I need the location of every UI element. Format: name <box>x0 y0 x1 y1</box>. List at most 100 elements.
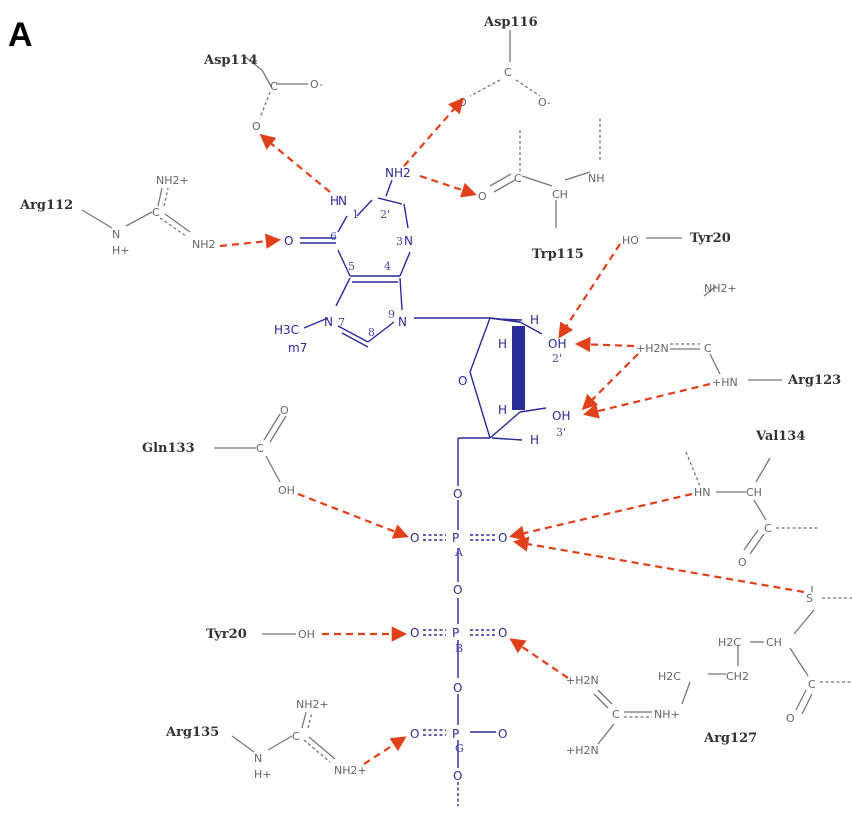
ligand-atom-o-ab: O <box>453 583 462 597</box>
arg127-h2n-bottom: +H2N <box>566 744 599 757</box>
asp114-o: O <box>252 120 261 133</box>
arg123-nh2: NH2+ <box>704 282 737 295</box>
ligand-atom-ring-o: O <box>458 374 467 388</box>
arg112-nh2-bottom: NH2 <box>192 238 216 251</box>
arg135-nh2-bottom: NH2+ <box>334 764 367 777</box>
val134-hn: HN <box>694 486 711 499</box>
ligand-atom-m7: m7 <box>288 341 307 355</box>
trp115-nh: NH <box>588 172 605 185</box>
phosphate-g-label: G <box>455 742 464 755</box>
residue-names: Asp114 Asp116 Arg112 Trp115 Tyr20 Arg123… <box>19 15 841 746</box>
gln133-oh: OH <box>278 484 295 497</box>
hbond-arg127-pb <box>509 638 569 679</box>
ligand-atom-o-end: O <box>453 769 462 783</box>
residue-arg123: Arg123 <box>787 373 841 388</box>
ligand-atom-o-bg: O <box>453 681 462 695</box>
val134-c: C <box>764 522 772 535</box>
arg127-nh: NH+ <box>654 708 680 721</box>
residue-tyr20-top: Tyr20 <box>690 231 731 246</box>
trp115-ch: CH <box>552 188 568 201</box>
ring-number-6: 6 <box>330 230 337 243</box>
ligand-atom-h-c: H <box>498 403 507 417</box>
residue-asp114: Asp114 <box>203 53 258 68</box>
trp115-c: C <box>514 172 522 185</box>
phosphate-a-p: P <box>452 531 459 545</box>
residue-arg127: Arg127 <box>703 731 757 746</box>
residue-arg112: Arg112 <box>19 198 73 213</box>
arg112-n: N <box>112 228 120 241</box>
asp114-o-minus: O- <box>310 78 323 91</box>
gln133-c: C <box>256 442 264 455</box>
arg127-h2c-1: H2C <box>658 670 681 683</box>
ring-numbers: 1 3 4 5 6 7 8 9 <box>330 208 403 339</box>
ligand-atom-n9: N <box>398 315 407 329</box>
arg135-n: N <box>254 752 262 765</box>
ring-number-5: 5 <box>348 260 355 273</box>
phosphate-b-label: B <box>455 642 463 655</box>
s-atom: S <box>806 592 813 605</box>
phosphate-g-p: P <box>452 727 459 741</box>
ligand-atom-h3c: H3C <box>274 323 299 337</box>
phosphate-a-o2: O <box>498 531 507 545</box>
residue-val134: Val134 <box>755 429 805 444</box>
arg127-h2c-2: H2C <box>718 636 741 649</box>
ring-number-7: 7 <box>338 316 345 329</box>
residue-gln133: Gln133 <box>142 441 195 456</box>
phosphate-g-o1: O <box>410 727 419 741</box>
ligand-atom-h1: H <box>330 194 339 208</box>
ligand-atom-h-b: H <box>498 337 507 351</box>
arg123-c: C <box>704 342 712 355</box>
ligand-label-2prime: 2' <box>552 352 562 365</box>
tyr20-top-ho: HO <box>622 234 639 247</box>
gln133-o: O <box>280 404 289 417</box>
arg112-c: C <box>152 206 160 219</box>
ring-number-4: 4 <box>384 260 391 273</box>
protein-atoms: C O- O C O- O N H+ C NH2+ NH2 O C CH NH … <box>112 66 816 781</box>
ligand-atom-oh2: OH <box>548 337 566 351</box>
phosphate-b-o1: O <box>410 626 419 640</box>
phosphate-g-o2: O <box>498 727 507 741</box>
ligand-atom-o6: O <box>284 234 293 248</box>
val134-o: O <box>738 556 747 569</box>
arg112-nh2-top: NH2+ <box>156 174 189 187</box>
ligand-atom-n1: N <box>338 194 347 208</box>
arg112-h: H+ <box>112 244 130 257</box>
hbond-tyr20-oh2 <box>558 243 621 339</box>
ligand-atom-nh2: NH2 <box>385 166 411 180</box>
hbond-arg112-o6 <box>219 233 282 249</box>
hbond-arg123-oh2 <box>574 336 635 353</box>
ring-number-3: 3 <box>396 235 403 248</box>
ring-number-8: 8 <box>368 326 375 339</box>
residue-asp116: Asp116 <box>483 15 538 30</box>
protein-bonds <box>81 30 852 763</box>
hbond-gln133-pa <box>297 492 409 539</box>
phosphate-b-o2: O <box>498 626 507 640</box>
arg127-ch: CH <box>766 636 782 649</box>
arg123-h2n: +H2N <box>636 342 669 355</box>
ligand-atom-h-d: H <box>530 433 539 447</box>
hbond-arg123-oh3-a <box>581 353 639 411</box>
arg135-h: H+ <box>254 768 272 781</box>
ligand-atom-h-a: H <box>530 313 539 327</box>
ligand-atoms: N H NH2 N O N N H3C m7 O H H H H OH OH 2… <box>274 166 570 783</box>
phosphate-a-o1: O <box>410 531 419 545</box>
residue-arg135: Arg135 <box>165 725 219 740</box>
asp114-c: C <box>270 80 278 93</box>
arg127-c2: C <box>808 678 816 691</box>
arg123-hn: +HN <box>712 376 738 389</box>
arg127-c: C <box>612 708 620 721</box>
ligand-atom-o5: O <box>453 487 462 501</box>
ligand-label-2prime-base: 2' <box>380 208 390 221</box>
arg127-o: O <box>786 712 795 725</box>
arg127-ch2: CH2 <box>726 670 749 683</box>
residue-tyr20-bottom: Tyr20 <box>206 627 247 642</box>
asp116-o-minus: O- <box>538 96 551 109</box>
val134-ch: CH <box>746 486 762 499</box>
ring-number-9: 9 <box>388 308 395 321</box>
arg135-nh2-top: NH2+ <box>296 698 329 711</box>
panel-label: A <box>8 16 33 54</box>
hbond-val134-pa <box>509 492 693 541</box>
phosphate-b-p: P <box>452 626 459 640</box>
arg135-c: C <box>292 730 300 743</box>
